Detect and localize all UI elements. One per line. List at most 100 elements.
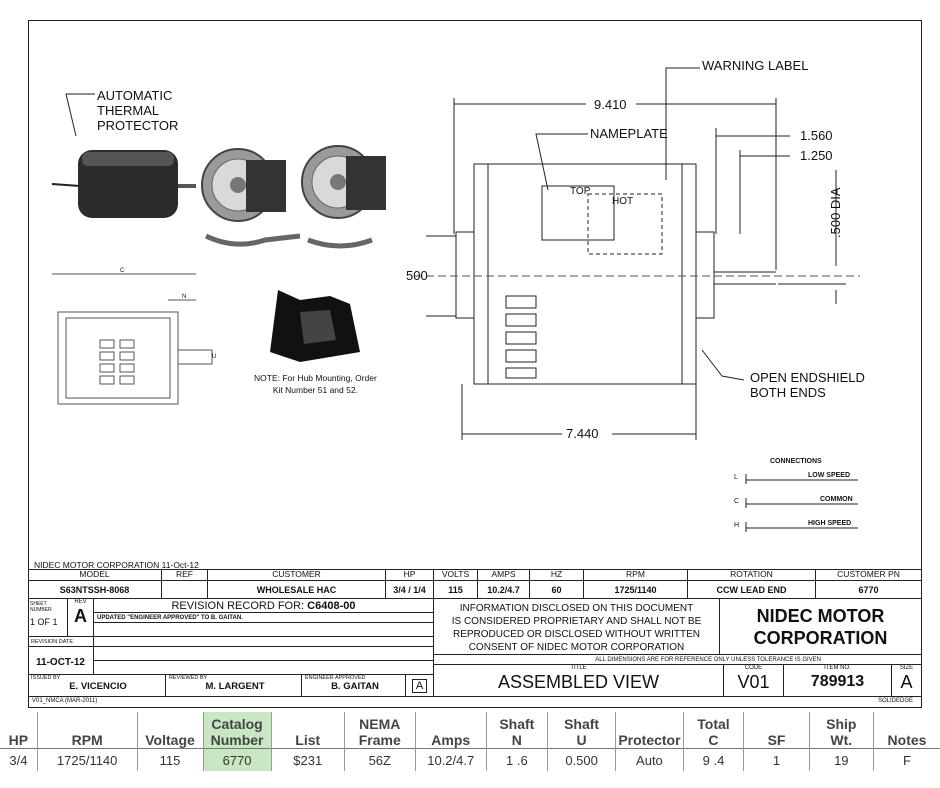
val-rpm: 1725/1140	[584, 581, 688, 599]
spec-hdr-voltage: Voltage	[136, 712, 203, 749]
spec-hdr-amps: Amps	[414, 712, 487, 749]
spec-hdr-notes: Notes	[872, 712, 940, 749]
revision-blank-row	[94, 623, 434, 637]
title-cell: TITLE ASSEMBLED VIEW	[434, 665, 724, 697]
drawing-sheet	[28, 20, 922, 708]
spec-cell-shaft-u: 0.500	[546, 748, 616, 771]
dim-overall-length: 9.410	[594, 97, 627, 112]
spec-cell-total-c: 9 .4	[682, 748, 744, 771]
form-id: V01_NMCA (MAR-2011)	[32, 698, 98, 704]
hdr-amps: AMPS	[478, 569, 530, 581]
val-hp: 3/4 / 1/4	[386, 581, 434, 599]
val-model: S63NTSSH-8068	[28, 581, 162, 599]
motor-photo-2	[201, 148, 286, 222]
item-no-cell: ITEM NO. 789913	[784, 665, 892, 697]
dimensions-note: ALL DIMENSIONS ARE FOR REFERENCE ONLY UN…	[434, 655, 922, 665]
mounting-straps	[204, 233, 373, 249]
spec-hdr-hp: HP	[8, 732, 29, 748]
spec-cell-notes: F	[872, 748, 940, 771]
motor-drawing	[51, 67, 860, 532]
warning-label-callout: WARNING LABEL	[702, 58, 809, 73]
spec-cell-ship-wt: 19	[808, 748, 874, 771]
title-value: ASSEMBLED VIEW	[497, 672, 660, 692]
spec-cell-catalog-number: 6770	[202, 748, 272, 771]
spec-cell-sf: 1	[743, 748, 810, 771]
hdr-customer: CUSTOMER	[208, 569, 386, 581]
title-block-header: NIDEC MOTOR CORPORATION 11-Oct-12	[34, 560, 199, 570]
connection-tag-c: C	[734, 498, 740, 505]
small-side-view	[52, 273, 213, 405]
spec-hdr-list: List	[270, 712, 345, 749]
rev-value: A	[74, 606, 87, 626]
company-name: NIDEC MOTOR CORPORATION	[720, 599, 922, 655]
spec-cell-rpm: 1725/1140	[36, 748, 138, 771]
dim-1250: 1.250	[800, 148, 833, 163]
spec-hdr-sf: SF	[743, 712, 810, 749]
size-value: A	[900, 672, 913, 692]
approval-badge: A	[406, 675, 434, 697]
sheet-value: 1 OF 1	[30, 617, 58, 627]
thermal-protector-callout: AUTOMATIC THERMAL PROTECTOR	[97, 88, 179, 133]
connection-label-high: HIGH SPEED	[808, 520, 852, 527]
proprietary-disclaimer: INFORMATION DISCLOSED ON THIS DOCUMENT I…	[434, 599, 720, 655]
rev-cell: REV A	[68, 599, 94, 637]
hdr-rotation: ROTATION	[688, 569, 816, 581]
hdr-customer-pn: CUSTOMER PN	[816, 569, 922, 581]
motor-photo-3	[301, 145, 386, 219]
revision-date-value: 11-OCT-12	[28, 647, 94, 675]
hdr-volts: VOLTS	[434, 569, 478, 581]
revision-blank-row-3	[94, 647, 434, 661]
spec-cell-protector: Auto	[615, 748, 684, 771]
small-view-label-c: C	[120, 268, 125, 274]
hdr-hp: HP	[386, 569, 434, 581]
revision-blank-row-2	[94, 637, 434, 647]
connection-label-common: COMMON	[820, 496, 853, 503]
spec-cell-nema-frame: 56Z	[343, 748, 416, 771]
val-ref	[162, 581, 208, 599]
size-cell: SIZE A	[892, 665, 922, 697]
spec-cell-voltage: 115	[136, 748, 203, 771]
sheet-number-cell: SHEET NUMBER 1 OF 1	[28, 599, 68, 637]
val-amps: 10.2/4.7	[478, 581, 530, 599]
connections-title: CONNECTIONS	[770, 458, 822, 465]
hdr-model: MODEL	[28, 569, 162, 581]
hdr-rpm: RPM	[584, 569, 688, 581]
hub-mount-kit	[270, 290, 360, 362]
small-view-label-n: N	[182, 294, 187, 300]
software-label: SOLIDEDGE	[878, 698, 914, 704]
revision-record-title: REVISION RECORD FOR: C6408-00	[94, 599, 434, 613]
dimension-lines	[65, 67, 846, 440]
connection-tag-h: H	[734, 522, 740, 529]
hdr-hz: HZ	[530, 569, 584, 581]
connections-diagram	[745, 474, 858, 532]
issued-by-value: E. VICENCIO	[69, 681, 127, 692]
revision-blank-row-4	[94, 661, 434, 675]
main-side-view	[414, 163, 860, 385]
spec-cell-amps: 10.2/4.7	[414, 748, 487, 771]
open-endshield-callout: OPEN ENDSHIELD BOTH ENDS	[750, 370, 865, 400]
nameplate-top-text: TOP	[570, 186, 591, 197]
nameplate-callout: NAMEPLATE	[590, 126, 668, 141]
reviewed-by-value: M. LARGENT	[205, 681, 265, 692]
val-customer: WHOLESALE HAC	[208, 581, 386, 599]
val-hz: 60	[530, 581, 584, 599]
title-block-top-rule	[28, 569, 922, 570]
hub-mount-note: NOTE: For Hub Mounting, Order Kit Number…	[254, 373, 377, 395]
engineer-value: B. GAITAN	[331, 681, 379, 692]
connection-label-low: LOW SPEED	[808, 472, 851, 479]
motor-photo-1	[51, 150, 196, 218]
issued-by-cell: ISSUED BY E. VICENCIO	[28, 675, 166, 697]
spec-data-row: 3/4 1725/1140 115 6770 $231 56Z 10.2/4.7…	[0, 748, 940, 771]
spec-cell-hp: 3/4	[0, 748, 38, 771]
hdr-ref: REF	[162, 569, 208, 581]
dim-body-length: 7.440	[566, 426, 599, 441]
warning-hot-text: HOT	[612, 196, 634, 207]
